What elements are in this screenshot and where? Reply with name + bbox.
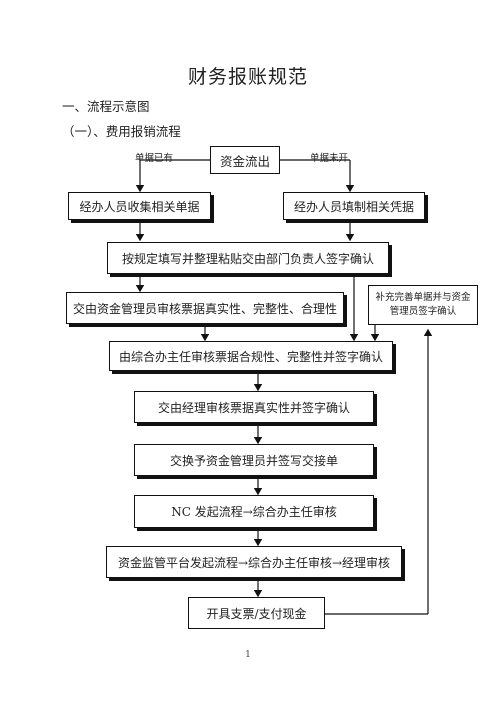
section-heading-flowchart: 一、流程示意图 bbox=[62, 99, 150, 114]
start-box-fund-outflow: 资金流出 bbox=[210, 146, 280, 174]
step-office-director-review: 由综合办主任审核票据合规性、完整性并签字确认 bbox=[109, 341, 393, 371]
step-collect-receipts: 经办人员收集相关单据 bbox=[68, 192, 211, 220]
step-department-sign: 按规定填写并整理粘贴交由部门负责人签字确认 bbox=[107, 242, 389, 274]
step-fund-manager-review: 交由资金管理员审核票据真实性、完整性、合理性 bbox=[66, 292, 344, 324]
step-handover-form: 交换予资金管理员并签写交接单 bbox=[134, 444, 374, 476]
step-manager-review: 交由经理审核票据真实性并签字确认 bbox=[134, 391, 374, 423]
page-number: 1 bbox=[245, 650, 251, 660]
step-supplement-receipts: 补充完善单据并与资金管理员签字确认 bbox=[368, 285, 478, 325]
step-fill-vouchers: 经办人员填制相关凭据 bbox=[283, 192, 425, 220]
end-box-payment: 开具支票/支付现金 bbox=[188, 597, 325, 629]
section-heading-expense-process: （一）、费用报销流程 bbox=[62, 124, 181, 139]
step-platform-flow: 资金监管平台发起流程→综合办主任审核→经理审核 bbox=[106, 546, 402, 578]
branch-label-receipts-missing: 单据未开 bbox=[310, 153, 349, 164]
step-nc-flow: NC 发起流程→综合办主任审核 bbox=[134, 495, 374, 528]
document-title: 财务报账规范 bbox=[187, 66, 308, 88]
branch-label-receipts-exist: 单据已有 bbox=[135, 153, 174, 164]
